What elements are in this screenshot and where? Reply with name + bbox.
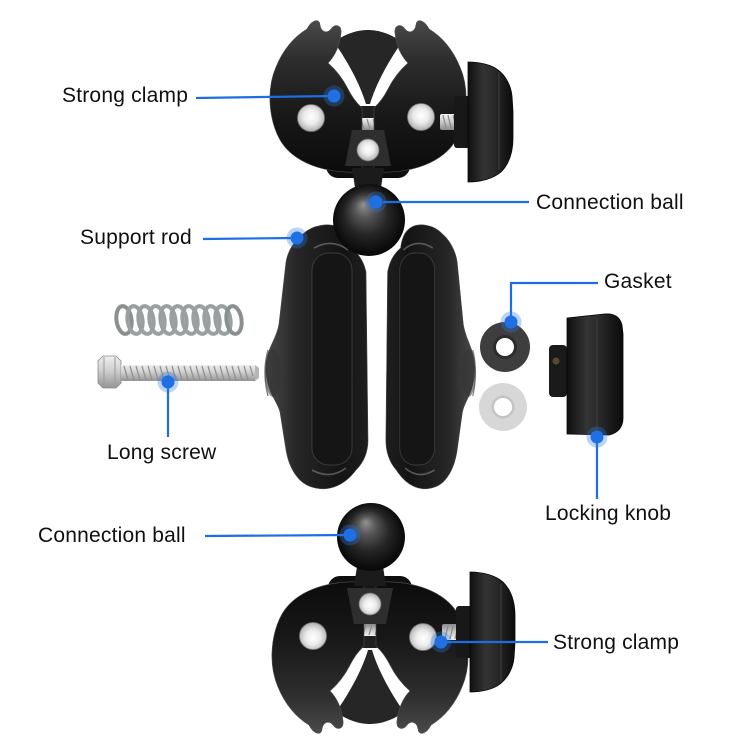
callout-dot-gasket xyxy=(500,311,522,333)
label-connection-ball-bottom: Connection ball xyxy=(38,524,186,547)
callout-dot-long-screw xyxy=(157,371,179,393)
support-rod-right-arm xyxy=(385,224,477,490)
leader-strong-clamp-top xyxy=(195,94,335,100)
spring-illustration xyxy=(114,304,244,336)
callout-dot-connection-ball-top xyxy=(365,191,387,213)
label-gasket: Gasket xyxy=(604,270,672,293)
gasket-white-illustration xyxy=(479,383,527,431)
top-strong-clamp-assembly xyxy=(270,21,513,194)
callout-dot-connection-ball-bottom xyxy=(339,524,361,546)
callout-dot-strong-clamp-bottom xyxy=(430,631,452,653)
locking-knob-illustration xyxy=(549,313,624,436)
connection-ball-bottom-illustration xyxy=(337,503,405,571)
leader-connection-ball-bottom xyxy=(204,533,352,538)
label-locking-knob: Locking knob xyxy=(545,502,672,525)
leader-support-rod xyxy=(202,236,298,241)
label-connection-ball-top: Connection ball xyxy=(536,191,684,214)
callout-dots xyxy=(157,85,608,653)
support-rod-left-arm xyxy=(264,224,369,490)
callout-dot-locking-knob xyxy=(586,426,608,448)
leader-gasket xyxy=(509,281,598,321)
callout-dot-support-rod xyxy=(286,227,308,249)
leader-lines xyxy=(166,94,599,644)
callout-dot-strong-clamp-top xyxy=(323,85,345,107)
long-screw-illustration xyxy=(97,355,259,389)
label-strong-clamp-bottom: Strong clamp xyxy=(553,631,680,654)
gasket-black-illustration xyxy=(480,322,530,372)
label-support-rod: Support rod xyxy=(80,226,192,249)
bottom-strong-clamp-assembly xyxy=(272,560,515,733)
label-strong-clamp-top: Strong clamp xyxy=(62,84,189,107)
label-long-screw: Long screw xyxy=(107,441,217,464)
